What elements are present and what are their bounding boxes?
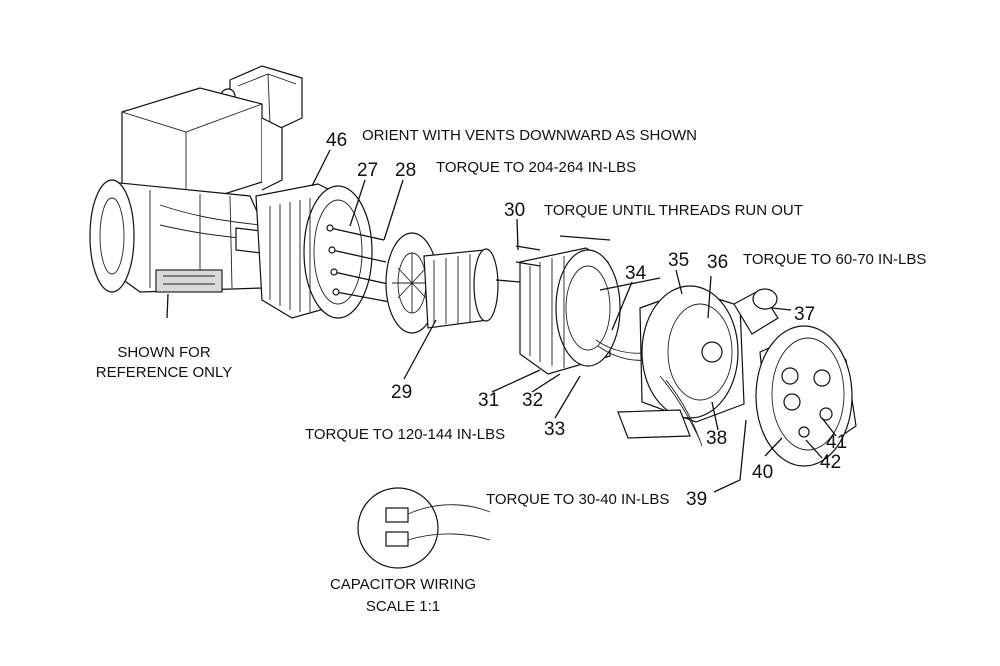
part-label-29: 29	[391, 382, 412, 403]
part-label-37: 37	[794, 304, 815, 325]
part-label-36: 36	[707, 252, 728, 273]
stator-30-31-32-34	[515, 235, 661, 375]
part-label-42: 42	[820, 452, 841, 473]
note-torque-120-144: TORQUE TO 120-144 IN-LBS	[305, 426, 505, 443]
note-orient-vents: ORIENT WITH VENTS DOWNWARD AS SHOWN	[362, 127, 697, 144]
part-label-40: 40	[752, 462, 773, 483]
note-reference-line1: SHOWN FOR	[117, 344, 210, 361]
part-label-31: 31	[478, 390, 499, 411]
rotor-fan-29	[385, 232, 521, 334]
end-bell-35-36-38	[617, 285, 745, 447]
part-label-27: 27	[357, 160, 378, 181]
part-label-39: 39	[686, 489, 707, 510]
part-label-41: 41	[826, 432, 847, 453]
part-label-46: 46	[326, 130, 347, 151]
note-torque-204-264: TORQUE TO 204-264 IN-LBS	[436, 159, 636, 176]
bolts-27-28	[326, 224, 391, 303]
part-label-35: 35	[668, 250, 689, 271]
part-label-30: 30	[504, 200, 525, 221]
part-label-33: 33	[544, 419, 565, 440]
part-label-32: 32	[522, 390, 543, 411]
part-label-34: 34	[625, 263, 647, 284]
assembly-notes: ORIENT WITH VENTS DOWNWARD AS SHOWN TORQ…	[96, 127, 927, 615]
capacitor-wiring-detail	[357, 487, 491, 569]
part-label-28: 28	[395, 160, 416, 181]
note-torque-30-40: TORQUE TO 30-40 IN-LBS	[486, 491, 669, 508]
capacitor-wiring-caption-line1: CAPACITOR WIRING	[330, 576, 476, 593]
note-reference-line2: REFERENCE ONLY	[96, 364, 232, 381]
note-torque-threads: TORQUE UNTIL THREADS RUN OUT	[544, 202, 803, 219]
control-panel-40-41-42	[755, 325, 857, 467]
adapter-housing-46	[255, 183, 373, 319]
capacitor-37	[733, 288, 779, 335]
leader-lines	[166, 149, 837, 493]
capacitor-wiring-caption-line2: SCALE 1:1	[366, 598, 440, 615]
part-number-labels: 46 27 28 30 34 35 36 37 29 31 32 33 38 3…	[326, 130, 847, 510]
note-torque-60-70: TORQUE TO 60-70 IN-LBS	[743, 251, 926, 268]
part-label-38: 38	[706, 428, 727, 449]
engine-reference-drawing	[89, 65, 303, 293]
